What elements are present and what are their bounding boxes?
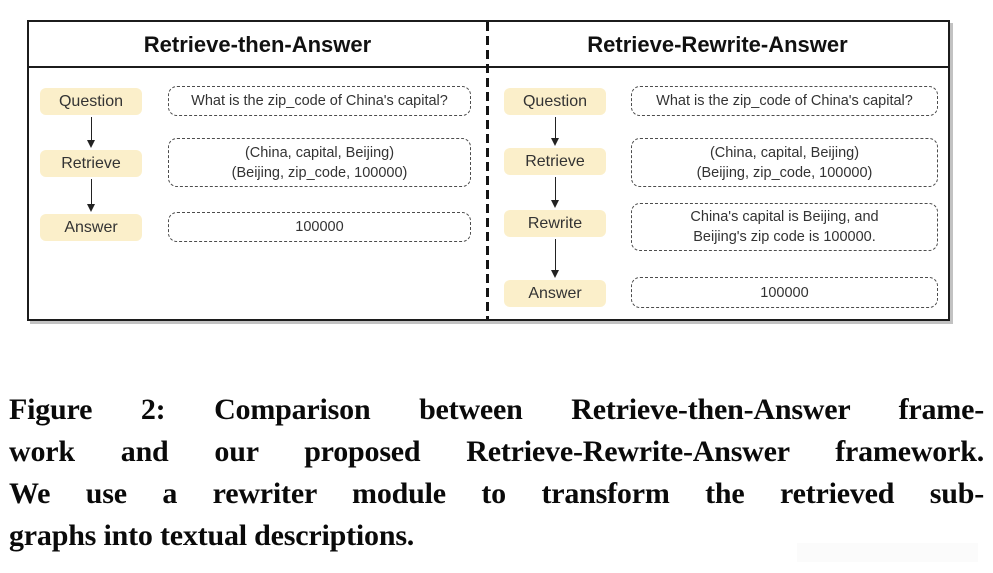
left-panel-title: Retrieve-then-Answer bbox=[143, 32, 372, 57]
down-arrow-icon bbox=[551, 177, 560, 208]
right-step-answer: Answer bbox=[504, 280, 606, 307]
right-step-question: Question bbox=[504, 88, 606, 115]
right-answer-content-box: 100000 bbox=[631, 277, 938, 308]
right-rewrite-line-2: Beijing's zip code is 100000. bbox=[693, 229, 876, 245]
figure-diagram-frame: Retrieve-then-Answer Retrieve-Rewrite-An… bbox=[27, 20, 950, 321]
left-answer-text: 100000 bbox=[295, 219, 344, 235]
left-triple-2: (Beijing, zip_code, 100000) bbox=[231, 164, 408, 181]
left-step-answer: Answer bbox=[40, 214, 142, 241]
down-arrow-icon bbox=[87, 117, 96, 148]
diagram-header-row bbox=[29, 22, 948, 68]
arrow-head bbox=[87, 140, 95, 148]
arrow-shaft bbox=[90, 179, 93, 206]
down-arrow-icon bbox=[87, 179, 96, 212]
caption-line-3: We use a rewriter module to transform th… bbox=[9, 477, 984, 510]
right-triple-2: (Beijing, zip_code, 100000) bbox=[696, 164, 873, 181]
left-step-question: Question bbox=[40, 88, 142, 115]
left-answer-content-box: 100000 bbox=[168, 212, 471, 242]
arrow-head bbox=[551, 138, 559, 146]
left-question-text: What is the zip_code of China's capital? bbox=[191, 93, 448, 109]
left-question-content-box: What is the zip_code of China's capital? bbox=[168, 86, 471, 116]
left-triple-1: (China, capital, Beijing) bbox=[244, 144, 395, 161]
right-rewrite-line-1: China's capital is Beijing, and bbox=[690, 209, 879, 225]
right-step-retrieve: Retrieve bbox=[504, 148, 606, 175]
left-retrieve-content-box: (China, capital, Beijing) (Beijing, zip_… bbox=[168, 138, 471, 187]
caption-line-1: Figure 2: Comparison between Retrieve-th… bbox=[9, 393, 984, 426]
right-step-rewrite: Rewrite bbox=[504, 210, 606, 237]
right-triple-1: (China, capital, Beijing) bbox=[709, 144, 860, 161]
down-arrow-icon bbox=[551, 117, 560, 146]
arrow-head bbox=[551, 200, 559, 208]
caption-line-4: graphs into textual descriptions. bbox=[9, 519, 415, 552]
panel-divider-dashed-line bbox=[486, 22, 489, 319]
down-arrow-icon bbox=[551, 239, 560, 278]
right-question-content-box: What is the zip_code of China's capital? bbox=[631, 86, 938, 116]
right-panel-title: Retrieve-Rewrite-Answer bbox=[587, 32, 848, 57]
arrow-shaft bbox=[90, 117, 93, 142]
arrow-head bbox=[551, 270, 559, 278]
arrow-shaft bbox=[554, 239, 557, 272]
caption-line-2: work and our proposed Retrieve-Rewrite-A… bbox=[9, 435, 984, 468]
right-answer-text: 100000 bbox=[760, 284, 809, 301]
right-rewrite-content-box: China's capital is Beijing, and Beijing'… bbox=[631, 203, 938, 251]
figure-caption: Figure 2: Comparison between Retrieve-th… bbox=[9, 389, 984, 557]
left-step-retrieve: Retrieve bbox=[40, 150, 142, 177]
arrow-shaft bbox=[554, 117, 557, 140]
right-retrieve-content-box: (China, capital, Beijing) (Beijing, zip_… bbox=[631, 138, 938, 187]
arrow-head bbox=[87, 204, 95, 212]
highlight-artifact bbox=[797, 543, 978, 562]
right-question-text: What is the zip_code of China's capital? bbox=[656, 93, 913, 109]
arrow-shaft bbox=[554, 177, 557, 202]
